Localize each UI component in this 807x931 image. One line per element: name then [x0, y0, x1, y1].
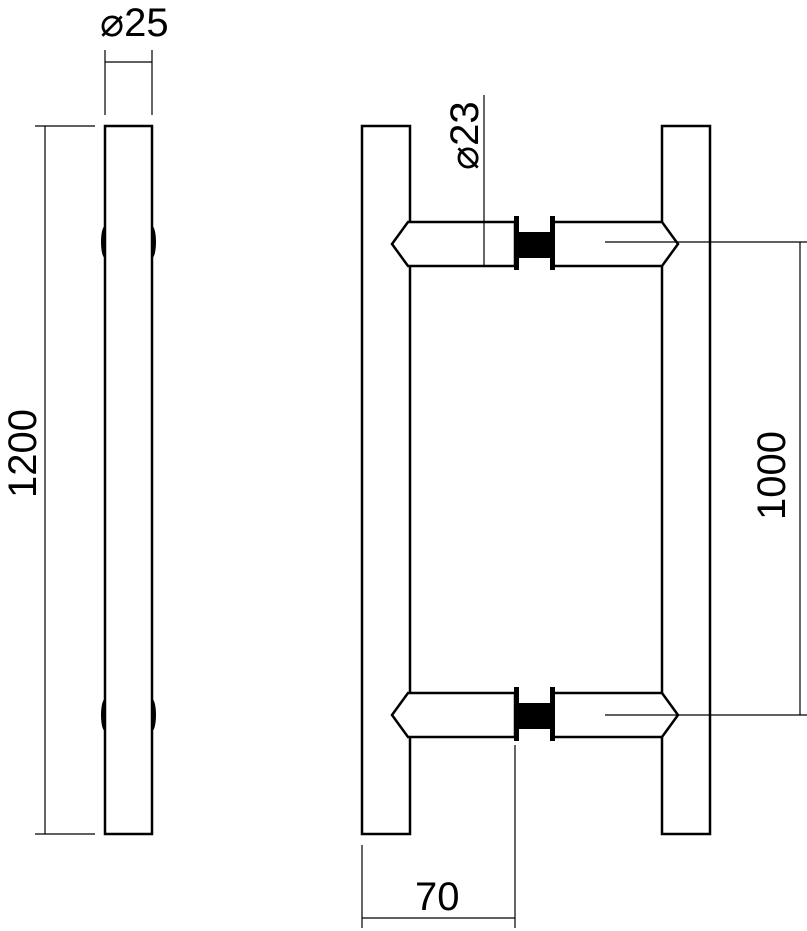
projection-dimension: 70 [361, 745, 516, 928]
overall-length-label: 1200 [1, 409, 45, 498]
side-view [101, 124, 156, 836]
side-bar [103, 124, 154, 836]
upper-standoff [390, 216, 680, 270]
projection-label: 70 [415, 875, 460, 919]
overall-length-dimension: 1200 [1, 125, 95, 835]
bar-diameter-label: ⌀25 [100, 1, 169, 45]
thread-bolt [518, 232, 551, 258]
thread-bolt [518, 703, 551, 729]
center-distance-dimension: 1000 [605, 241, 807, 716]
lower-standoff [390, 687, 680, 741]
bar-diameter-dimension: ⌀25 [100, 1, 169, 115]
standoff-diameter-dimension: ⌀23 [443, 95, 487, 266]
center-distance-label: 1000 [750, 431, 794, 520]
front-view [360, 124, 712, 836]
standoff-diameter-label: ⌀23 [443, 101, 487, 170]
